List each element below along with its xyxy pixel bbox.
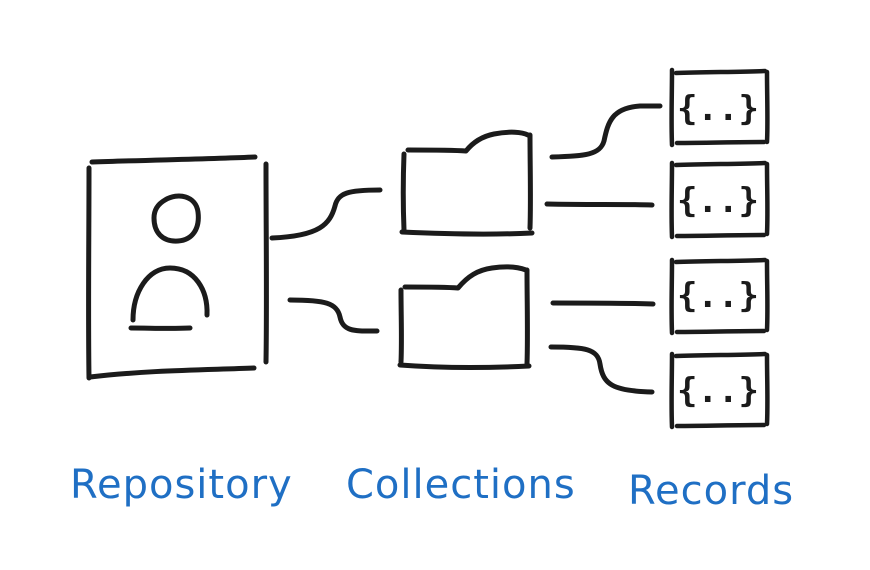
connector-collection2-record-3 — [550, 300, 656, 307]
record-box-2: {..} — [669, 160, 770, 240]
connector-repo-collection-2 — [287, 297, 380, 334]
record-2-glyph: {..} — [677, 181, 759, 221]
repository-node — [86, 154, 269, 381]
connector-repo-collection-1 — [269, 187, 383, 241]
record-box-4: {..} — [669, 351, 770, 430]
collections-label: Collections — [346, 462, 576, 508]
record-1-glyph: {..} — [677, 89, 759, 129]
collection-folder-2 — [397, 264, 532, 370]
repository-to-collection-connectors — [269, 187, 383, 334]
collection-folder-1 — [399, 129, 535, 237]
record-4-glyph: {..} — [677, 371, 759, 411]
connector-collection2-record-4 — [548, 344, 655, 395]
repository-label: Repository — [70, 462, 293, 508]
record-box-1: {..} — [669, 67, 770, 148]
connector-collection1-record-1 — [549, 103, 663, 160]
collection-to-record-connectors — [544, 103, 663, 395]
connector-collection1-record-2 — [544, 201, 655, 208]
record-box-3: {..} — [669, 257, 770, 336]
record-3-glyph: {..} — [677, 276, 759, 316]
user-icon — [128, 193, 210, 331]
records-label: Records — [628, 468, 795, 514]
